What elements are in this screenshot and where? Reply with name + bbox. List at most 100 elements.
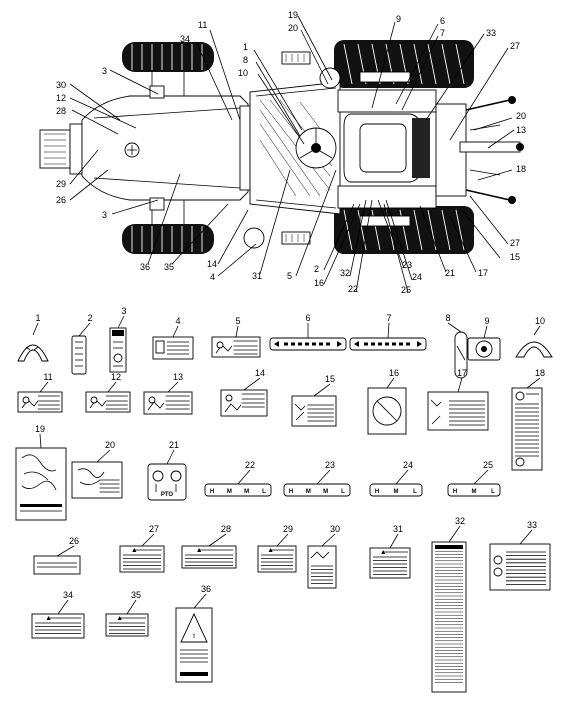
decal-30: 30 [307,524,340,589]
callout-24: 24 [412,272,422,282]
callout-7: 7 [440,28,445,38]
rear-tire-bottom [334,206,474,254]
decal-21-text: PTO [161,492,174,498]
decal-2-number: 2 [87,313,92,323]
decal-23-letter: H [289,489,293,495]
callout-21: 21 [445,268,455,278]
decal-20-number: 20 [105,440,115,450]
decal-28-number: 28 [221,524,231,534]
operator-seat [343,113,430,183]
decal-28: 28 [181,524,237,569]
callout-1: 1 [243,42,248,52]
decal-15: 15 [291,374,337,427]
callout-32: 32 [340,268,350,278]
callout-34: 34 [180,34,190,44]
callout-13: 13 [516,125,526,135]
decal-23-number: 23 [325,460,335,470]
decal-18: 18 [511,368,545,471]
decal-5-number: 5 [235,316,240,326]
decal-7: 7 [349,313,427,351]
decal-25-letter: L [491,489,495,495]
decal-16-number: 16 [389,368,399,378]
decal-16: 16 [367,368,407,435]
callout-18: 18 [516,164,526,174]
decal-6: 6 [269,313,347,351]
callout-4: 4 [210,272,215,282]
svg-text:!: ! [193,634,195,640]
decal-9: 9 [467,316,501,361]
decal-3-number: 3 [121,306,126,316]
steering-wheel [295,127,337,169]
decal-13-number: 13 [173,372,183,382]
callout-10: 10 [238,68,248,78]
front-weights [39,123,83,175]
decal-23-letter: L [341,489,345,495]
decal-24-letter: H [375,489,379,495]
decal-29-number: 29 [283,524,293,534]
decal-35-number: 35 [131,590,141,600]
decal-34: 34 [31,590,85,639]
operator-platform [249,81,341,215]
decal-23-letter: M [323,489,328,495]
callout-30: 30 [56,80,66,90]
callout-6: 6 [440,16,445,26]
decal-31-number: 31 [393,524,403,534]
decal-5: 5 [211,316,261,358]
decal-32: 32 [431,516,467,693]
decal-14-number: 14 [255,368,265,378]
decal-26-number: 26 [69,536,79,546]
decal-27-number: 27 [149,524,159,534]
callout-3-bottom: 3 [102,210,107,220]
decal-2: 2 [71,313,93,375]
decal-24-letter: L [413,489,417,495]
callout-28: 28 [56,106,66,116]
callout-3-top: 3 [102,66,107,76]
decal-17-number: 17 [457,368,467,378]
decal-18-number: 18 [535,368,545,378]
front-tire-bottom [122,224,214,254]
decal-25-letter: H [453,489,457,495]
rear-hitch [435,96,524,204]
callout-20-rear: 20 [516,111,526,121]
callout-31: 31 [252,271,262,281]
callout-16: 16 [314,278,324,288]
callout-26: 26 [56,195,66,205]
decal-15-number: 15 [325,374,335,384]
decal-9-number: 9 [484,316,489,326]
callout-leaders [69,15,515,293]
callout-22: 22 [348,284,358,294]
front-tire-top [122,42,214,72]
callout-27-lower: 27 [510,238,520,248]
callout-27: 27 [510,41,520,51]
decal-33: 33 [489,520,551,591]
decal-34-number: 34 [63,590,73,600]
decal-11: 11 [17,372,63,413]
decal-29: 29 [257,524,297,573]
decal-22-letter: M [244,489,249,495]
decal-1: 1 [17,313,49,362]
callout-5: 5 [287,271,292,281]
decal-32-number: 32 [455,516,465,526]
callout-36: 36 [140,262,150,272]
callout-33: 33 [486,28,496,38]
decal-4-number: 4 [175,316,180,326]
right-fender [337,185,437,209]
decal-21-number: 21 [169,440,179,450]
decal-7-number: 7 [386,313,391,323]
decal-31: 31 [369,524,411,579]
decal-22-number: 22 [245,460,255,470]
decal-23: 23H M M L [283,460,351,497]
callout-14: 14 [207,259,217,269]
left-fender [337,89,437,113]
decal-36-number: 36 [201,584,211,594]
hood [81,95,251,201]
decal-8: 8 [445,313,468,379]
callout-29: 29 [56,179,66,189]
callout-25: 25 [401,285,411,295]
decal-13: 13 [143,372,193,415]
decal-23-letter: M [306,489,311,495]
tractor-top-view [39,40,524,254]
